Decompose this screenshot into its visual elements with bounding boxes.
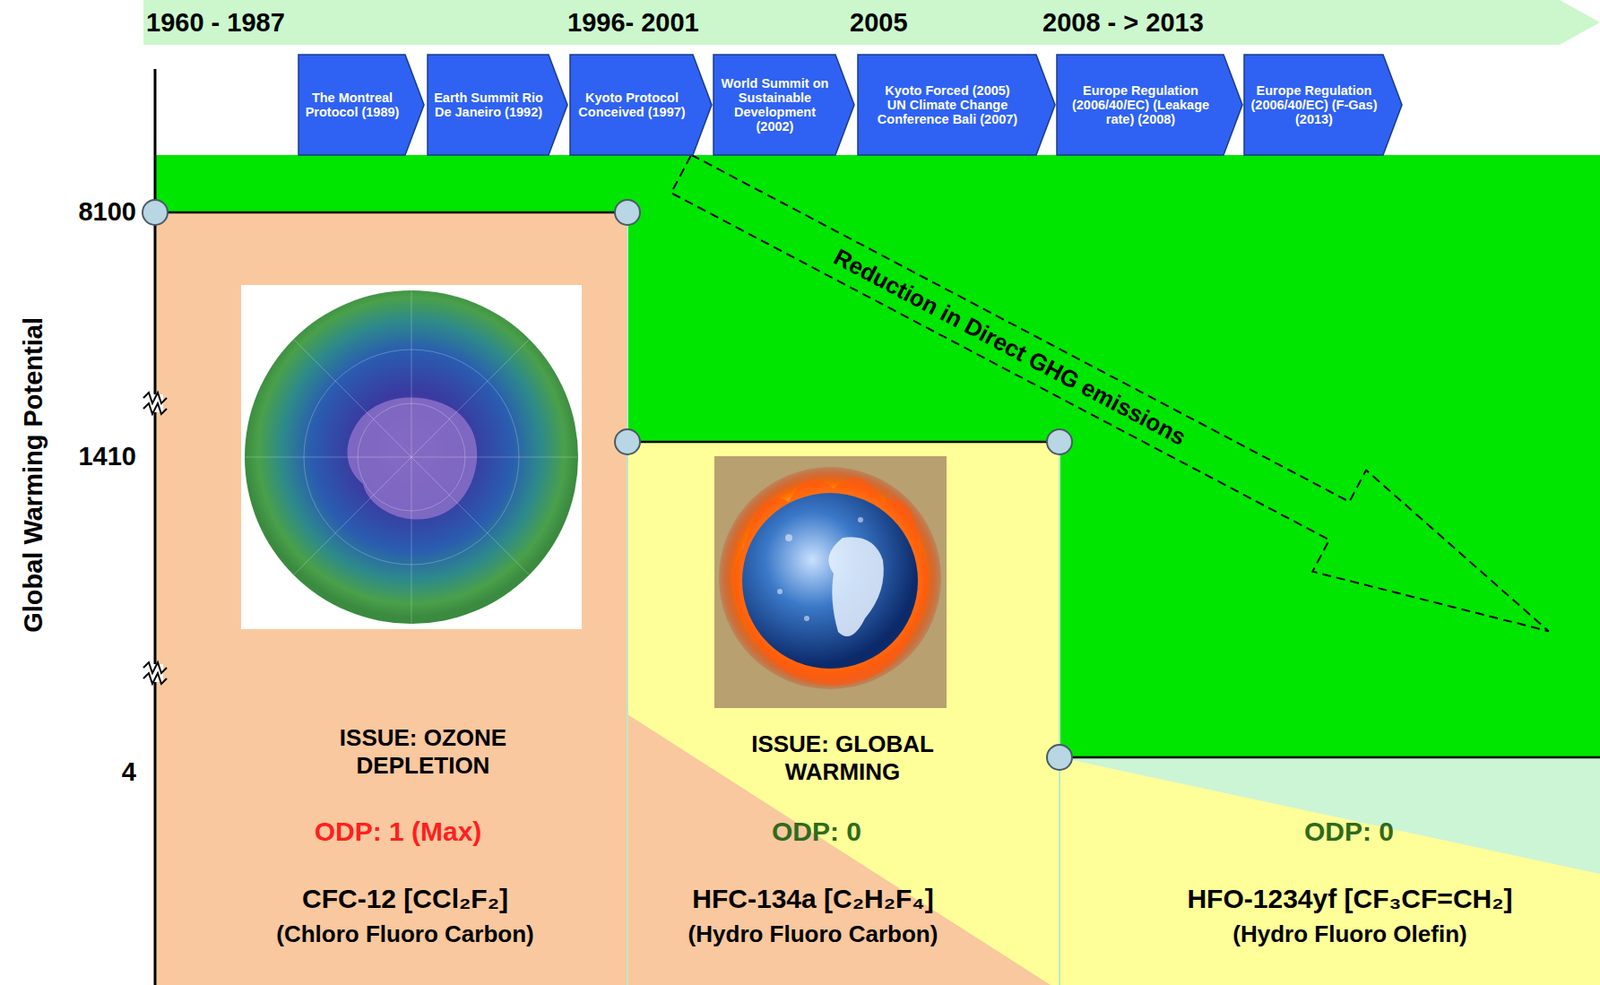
region-text: HFC-134a [C₂H₂F₄]: [691, 882, 934, 916]
arrow-text-box: The Montreal Protocol (1989): [301, 53, 404, 156]
region-text: CFC-12 [CCl₂F₂]: [302, 882, 509, 916]
region-text: (Hydro Fluoro Olefin): [1232, 920, 1467, 949]
region-text: ODP: 0: [1304, 815, 1394, 848]
tick-label: 4: [121, 758, 137, 788]
hfo-region-shade: [1059, 757, 1600, 874]
event-text: Europe Regulation (2006/40/EC) (Leakage …: [1059, 83, 1222, 128]
refrigerant-region: ISSUE: OZONE DEPLETION ODP: 1 (Max) CFC-12…: [155, 212, 628, 985]
axis-break: [143, 392, 167, 684]
cfc-region: [155, 212, 628, 985]
arrow-text-box: Earth Summit Rio De Janeiro (1992): [430, 53, 547, 156]
event-text: World Summit on Sustainable Development …: [716, 76, 834, 135]
period-label: 2005: [849, 8, 909, 38]
event-text: Earth Summit Rio De Janeiro (1992): [430, 90, 547, 120]
refrigerant-region: ISSUE: GLOBAL WARMING ODP: 0 HFC-134a [C₂H…: [627, 441, 1060, 985]
event-text: Kyoto Forced (2005): [884, 83, 1010, 98]
region-text: (Chloro Fluoro Carbon): [276, 920, 534, 949]
event-text: UN Climate Change Conference Bali (2007): [860, 97, 1035, 127]
value-marker: [142, 199, 1073, 770]
hfc-region: [627, 441, 1060, 985]
timeline-event-arrow: Europe Regulation (2006/40/EC) (Leakage …: [1055, 53, 1244, 156]
region-text: ISSUE: OZONE DEPLETION: [279, 724, 567, 780]
arrow-text-box: Kyoto Protocol Conceived (1997): [572, 53, 692, 156]
timeline-event-arrow: World Summit on Sustainable Development …: [712, 53, 856, 156]
region-text: (Hydro Fluoro Carbon): [688, 920, 939, 949]
arrow-text-box: Kyoto Forced (2005)UN Climate Change Con…: [860, 53, 1035, 156]
timeline-event-arrow: Earth Summit Rio De Janeiro (1992): [426, 53, 569, 156]
axis-title: Global Warming Potential: [19, 317, 49, 633]
arrow-label: Reduction in Direct GHG emissions: [830, 243, 1191, 450]
event-text: The Montreal Protocol (1989): [301, 90, 404, 120]
region-text: HFO-1234yf [CF₃CF=CH₂]: [1186, 882, 1513, 916]
event-text: Europe Regulation (2006/40/EC) (F-Gas) (…: [1246, 83, 1382, 128]
tick-label: 1410: [77, 442, 137, 472]
period-label: 1996- 2001: [567, 8, 700, 38]
event-text: Kyoto Protocol Conceived (1997): [572, 90, 692, 120]
timeline-event-arrow: Europe Regulation (2006/40/EC) (F-Gas) (…: [1243, 53, 1403, 156]
timeline-event-arrow: The Montreal Protocol (1989): [297, 53, 425, 156]
period-label: 2008 - > 2013: [1042, 8, 1204, 38]
arrow-text-box: World Summit on Sustainable Development …: [716, 53, 834, 156]
arrow-text-box: Europe Regulation (2006/40/EC) (F-Gas) (…: [1246, 53, 1382, 156]
burning-globe-image: [714, 456, 947, 709]
ozone-hole-image: [241, 285, 582, 630]
hfc-region-shade: [627, 714, 1051, 985]
region-text: ODP: 0: [771, 815, 862, 848]
tick-label: 8100: [77, 198, 137, 227]
refrigerant-region: ODP: 0 HFO-1234yf [CF₃CF=CH₂] (Hydro Fluor…: [1059, 757, 1600, 985]
hfo-region: [1059, 757, 1600, 985]
period-label: 1960 - 1987: [146, 8, 286, 38]
arrow-text-box: Europe Regulation (2006/40/EC) (Leakage …: [1059, 53, 1222, 156]
timeline-event-arrow: Kyoto Forced (2005)UN Climate Change Con…: [856, 53, 1056, 156]
green-area: [155, 155, 1600, 985]
timeline-banner: [143, 0, 1600, 45]
region-text: ISSUE: GLOBAL WARMING: [708, 730, 978, 787]
reduction-arrow: [654, 122, 1575, 682]
region-text: ODP: 1 (Max): [314, 815, 483, 848]
timeline-event-arrow: Kyoto Protocol Conceived (1997): [569, 53, 713, 156]
